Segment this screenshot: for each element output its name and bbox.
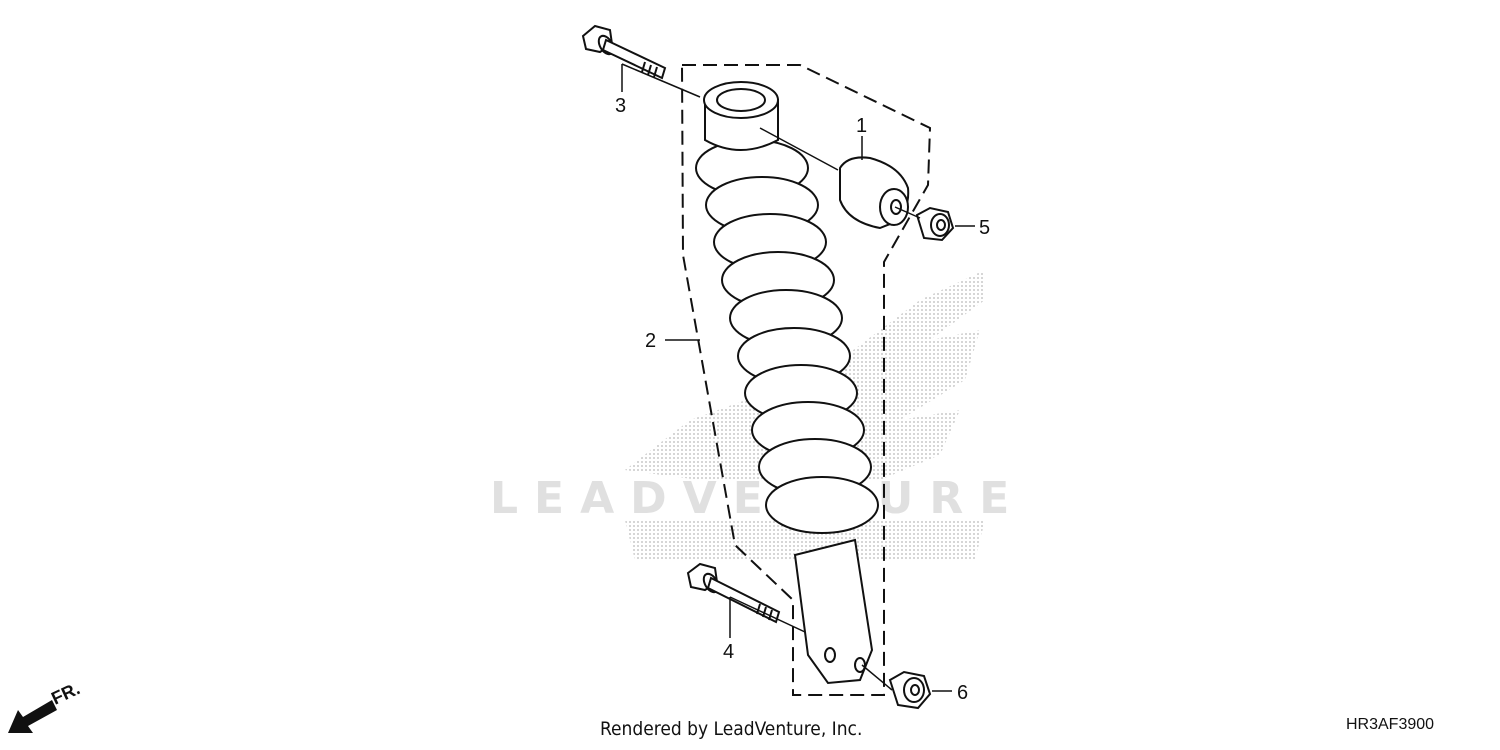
render-credit: Rendered by LeadVenture, Inc. [600,718,863,740]
callout-1: 1 [856,115,867,137]
rear-shock-absorber [695,81,879,685]
watermark-wing-emblem [625,270,985,480]
assembly-boundary [680,64,932,696]
leader-lines [621,63,975,692]
coil-spring [695,139,879,534]
upper-flange-bolt [581,24,667,80]
bushing [839,156,910,230]
shock-lower-body [793,538,874,685]
diagram-code: HR3AF3900 [1346,716,1435,733]
lower-flange-bolt [686,562,781,624]
watermark-text: LEADVENTURE [490,473,1025,524]
watermark: LEADVENTURE [490,270,1025,560]
watermark-lower-band [625,520,985,560]
callout-6: 6 [957,682,968,704]
callout-5: 5 [979,217,990,239]
lower-flange-nut [888,670,932,710]
callout-3: 3 [615,95,626,117]
callout-4: 4 [723,641,734,663]
shock-upper-eye [703,81,779,151]
upper-flange-nut [915,206,955,242]
front-arrow-icon [8,700,57,733]
front-direction-marker: FR. [8,678,83,733]
callout-2: 2 [645,330,656,352]
